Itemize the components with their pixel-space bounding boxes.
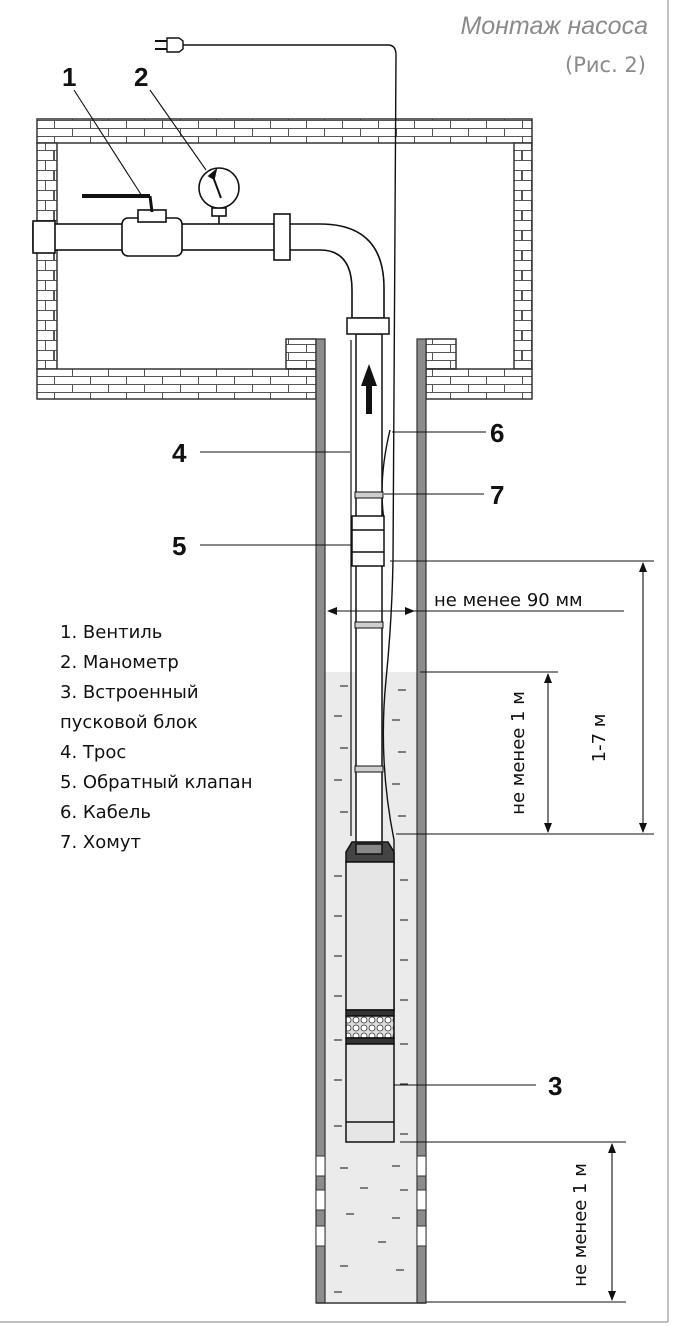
cable-clamps <box>354 491 384 773</box>
water-marks <box>334 685 408 1293</box>
dimension-valve-range <box>390 560 654 835</box>
riser-pipe <box>346 317 390 845</box>
callout-5: 5 <box>172 531 186 561</box>
callout-2: 2 <box>134 62 148 92</box>
ball-valve <box>82 194 183 257</box>
figure-subtitle: (Рис. 2) <box>565 53 646 77</box>
figure-title: Монтаж насоса <box>460 12 648 40</box>
callout-3: 3 <box>548 1071 562 1101</box>
callout-leaders <box>73 89 536 1086</box>
legend-item-3: 3. Встроенный <box>60 682 199 703</box>
callout-6: 6 <box>490 418 504 448</box>
legend: 1. Вентиль 2. Манометр 3. Встроенный пус… <box>60 622 252 853</box>
dimension-depth-below-pump-label: не менее 1 м <box>570 1163 591 1287</box>
flow-arrow-icon <box>361 364 377 414</box>
plug-icon <box>155 37 184 53</box>
legend-item-3-cont: пусковой блок <box>60 712 198 733</box>
legend-item-7: 7. Хомут <box>60 832 141 853</box>
well-casing <box>315 338 427 1304</box>
callout-4: 4 <box>172 438 187 468</box>
legend-item-4: 4. Трос <box>60 742 126 763</box>
dimension-valve-range-label: 1-7 м <box>589 714 610 763</box>
dimension-depth-below-pump <box>400 1141 626 1303</box>
callout-1: 1 <box>62 62 76 92</box>
legend-item-5: 5. Обратный клапан <box>60 772 252 793</box>
pressure-gauge <box>198 167 240 224</box>
outlet-pipe <box>32 213 385 319</box>
brick-housing <box>36 118 533 400</box>
submersible-pump <box>345 841 395 1143</box>
dimension-clearance-label: не менее 90 мм <box>434 590 583 611</box>
dimension-depth-above-pump-label: не менее 1 м <box>508 691 529 815</box>
callout-7: 7 <box>490 480 504 510</box>
legend-item-2: 2. Манометр <box>60 652 179 673</box>
dimension-depth-above-pump <box>420 671 558 833</box>
legend-item-6: 6. Кабель <box>60 802 151 823</box>
legend-item-1: 1. Вентиль <box>60 622 162 643</box>
